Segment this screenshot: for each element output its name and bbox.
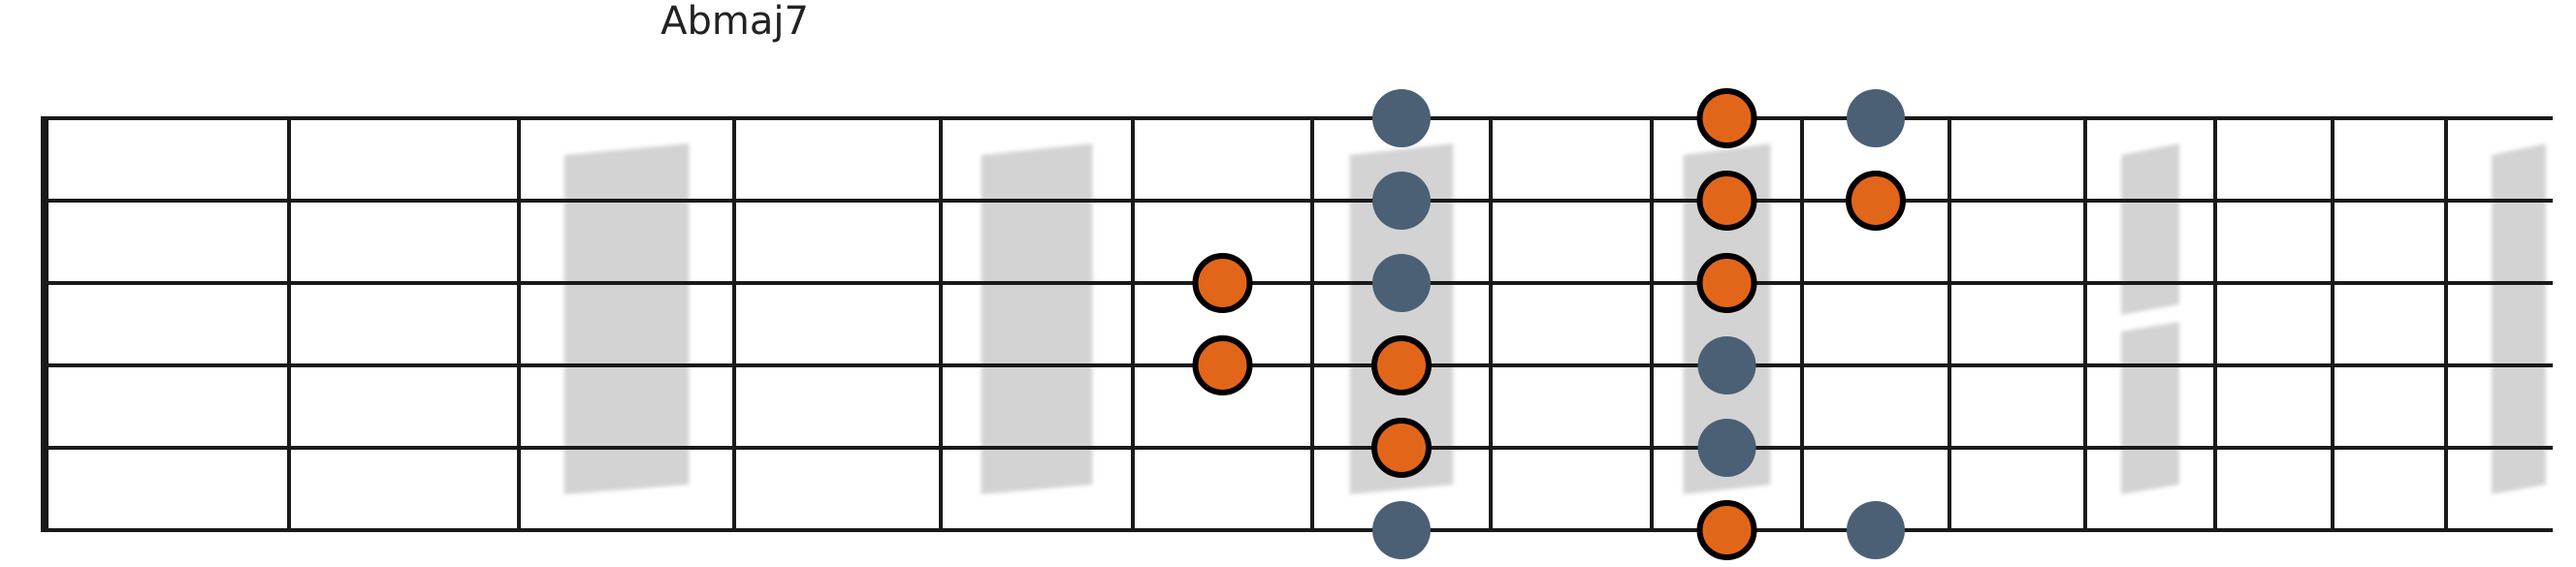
scale-tone-dot-s6-f10 bbox=[1847, 501, 1905, 559]
chord-tone-dot-s3-f9 bbox=[1696, 253, 1757, 313]
scale-tone-dot-s1-f7 bbox=[1372, 89, 1431, 147]
chord-tone-dot-s2-f9 bbox=[1696, 171, 1757, 231]
chord-tone-dot-s6-f9 bbox=[1696, 500, 1757, 560]
inlay-fret-12-upper bbox=[2121, 143, 2179, 315]
scale-tone-dot-s6-f7 bbox=[1372, 501, 1431, 559]
chord-title: Abmaj7 bbox=[660, 0, 809, 44]
chord-tone-dot-s1-f9 bbox=[1696, 88, 1757, 148]
scale-tone-dot-s1-f10 bbox=[1847, 89, 1905, 147]
scale-tone-dot-s4-f9 bbox=[1697, 336, 1756, 394]
scale-tone-dot-s5-f9 bbox=[1697, 419, 1756, 477]
chord-tone-dot-s5-f7 bbox=[1371, 418, 1432, 478]
inlay-fret-7 bbox=[1349, 143, 1454, 494]
chord-tone-dot-s3-f6 bbox=[1192, 253, 1253, 313]
note-dots bbox=[1192, 88, 1906, 560]
chord-tone-dot-s4-f6 bbox=[1192, 335, 1253, 395]
fretboard-lines bbox=[41, 116, 2553, 532]
inlay-fret-12-lower bbox=[2121, 322, 2179, 494]
inlay-fret-9 bbox=[1683, 143, 1771, 494]
scale-tone-dot-s3-f7 bbox=[1372, 254, 1431, 312]
inlay-fret-15 bbox=[2492, 143, 2546, 494]
scale-tone-dot-s2-f7 bbox=[1372, 172, 1431, 230]
inlay-fret-5 bbox=[981, 143, 1093, 494]
chord-tone-dot-s2-f10 bbox=[1846, 171, 1906, 231]
inlay-fret-3 bbox=[564, 143, 690, 494]
inlay-markers bbox=[564, 143, 2546, 494]
chord-tone-dot-s4-f7 bbox=[1371, 335, 1432, 395]
